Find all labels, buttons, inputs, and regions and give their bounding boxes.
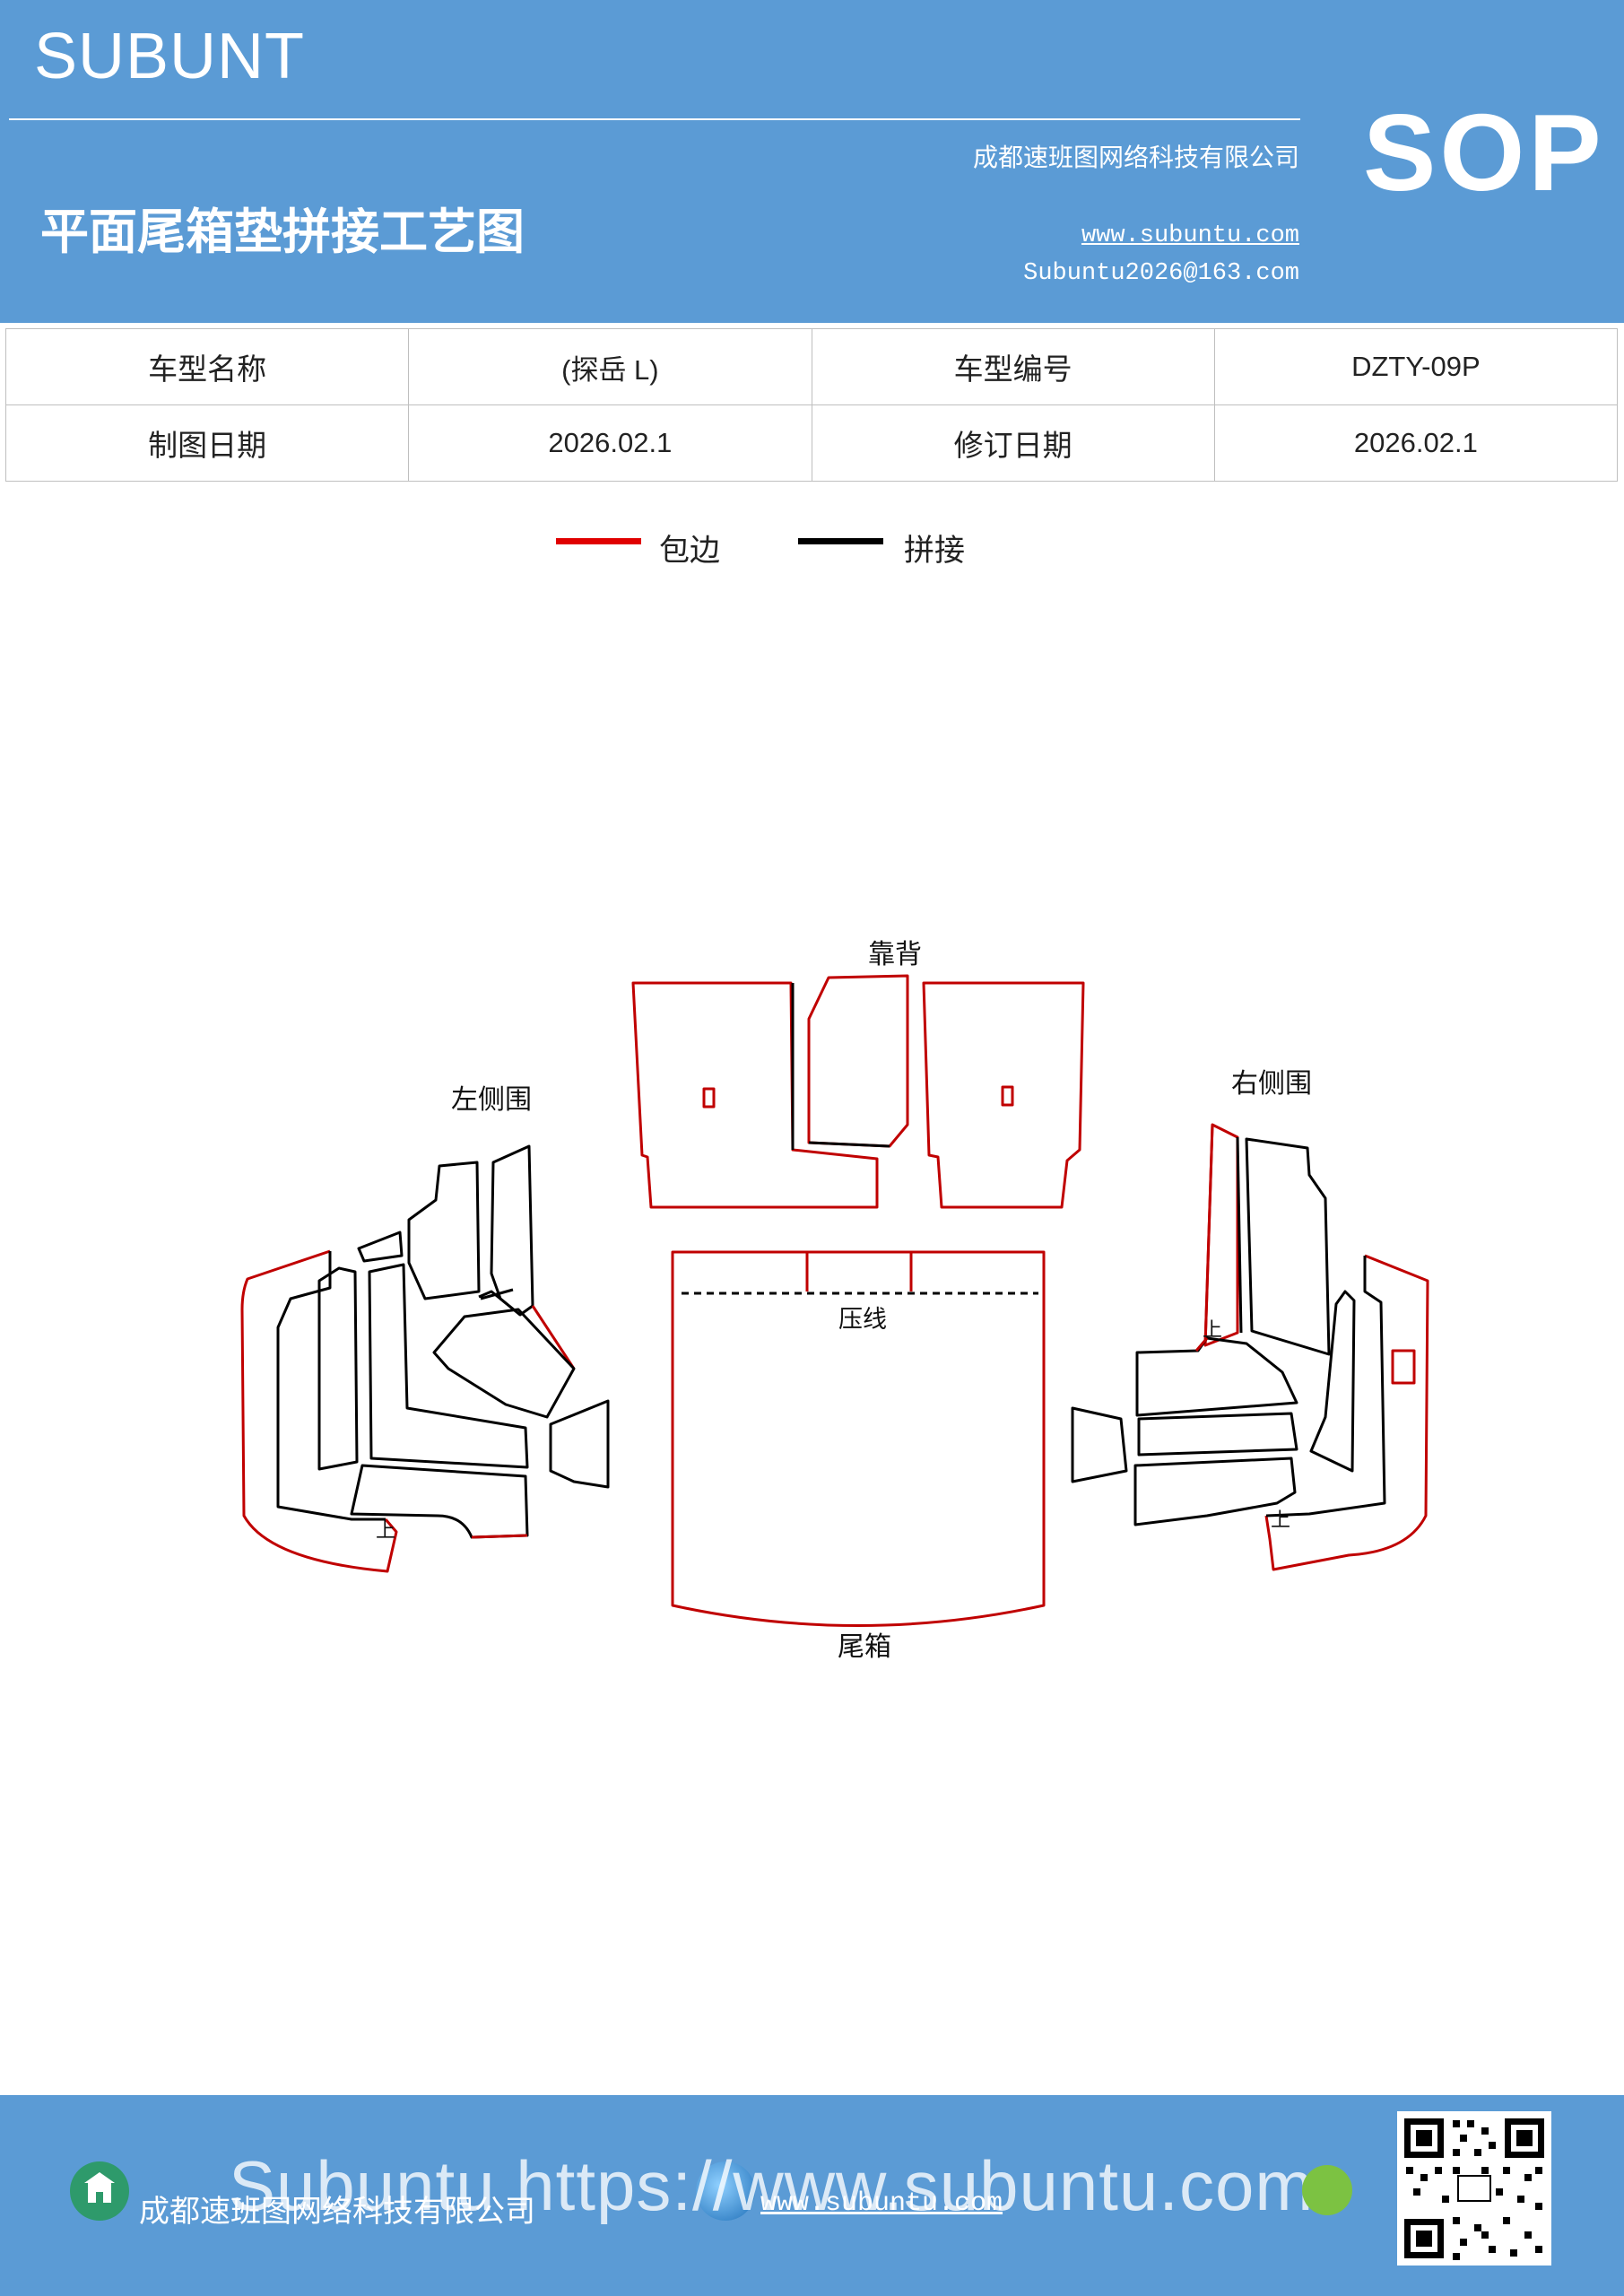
website-link[interactable]: www.subuntu.com bbox=[1081, 222, 1299, 249]
brand-name: SUBUNT bbox=[34, 21, 306, 92]
model-code-label: 车型编号 bbox=[811, 328, 1215, 405]
up-marker: 上 bbox=[376, 1520, 395, 1543]
table-row: 制图日期 2026.02.1 修订日期 2026.02.1 bbox=[4, 404, 1619, 482]
right-side-panels bbox=[1071, 1123, 1429, 1571]
legend-edge-label: 包边 bbox=[659, 533, 720, 569]
globe-icon bbox=[696, 2161, 755, 2221]
sop-badge: SOP bbox=[1363, 91, 1605, 213]
model-name-value: (探岳 L) bbox=[408, 328, 812, 405]
trunk-label: 尾箱 bbox=[838, 1631, 891, 1663]
watermark-text: Subuntu https://www.subuntu.com bbox=[229, 2146, 1315, 2225]
header-divider bbox=[9, 118, 1300, 120]
legend: 包边 拼接 bbox=[556, 526, 1004, 570]
up-marker: 上 bbox=[1203, 1319, 1222, 1342]
draw-date-value: 2026.02.1 bbox=[408, 404, 812, 482]
model-name-label: 车型名称 bbox=[4, 328, 410, 405]
company-icon bbox=[70, 2161, 129, 2221]
vehicle-info-table: 车型名称 (探岳 L) 车型编号 DZTY-09P 制图日期 2026.02.1… bbox=[4, 328, 1619, 482]
left-side-label: 左侧围 bbox=[451, 1084, 532, 1116]
right-side-label: 右侧围 bbox=[1231, 1068, 1312, 1100]
legend-edge-swatch bbox=[556, 538, 641, 544]
revision-date-value: 2026.02.1 bbox=[1213, 404, 1619, 482]
backrest-label: 靠背 bbox=[868, 939, 922, 970]
company-name: 成都速班图网络科技有限公司 bbox=[972, 143, 1299, 172]
document-title: 平面尾箱垫拼接工艺图 bbox=[40, 204, 525, 260]
wechat-icon bbox=[1302, 2165, 1352, 2215]
draw-date-label: 制图日期 bbox=[4, 404, 410, 482]
legend-seam-label: 拼接 bbox=[904, 533, 965, 569]
trunk-panel bbox=[671, 1250, 1046, 1627]
left-side-panels bbox=[240, 1144, 610, 1573]
revision-date-label: 修订日期 bbox=[811, 404, 1215, 482]
qr-code bbox=[1397, 2111, 1551, 2266]
email-address: Subuntu2026@163.com bbox=[1023, 260, 1299, 287]
backrest-panels bbox=[631, 974, 1085, 1209]
footer-banner bbox=[0, 2095, 1624, 2296]
model-code-value: DZTY-09P bbox=[1213, 328, 1619, 405]
table-row: 车型名称 (探岳 L) 车型编号 DZTY-09P bbox=[4, 328, 1619, 405]
crease-label: 压线 bbox=[838, 1306, 887, 1334]
footer-company: 成都速班图网络科技有限公司 bbox=[139, 2194, 535, 2230]
header-banner bbox=[0, 0, 1624, 323]
footer-website-link[interactable]: www.subuntu.com bbox=[760, 2188, 1003, 2219]
legend-seam-swatch bbox=[798, 538, 883, 544]
up-marker: 上 bbox=[1271, 1509, 1290, 1532]
